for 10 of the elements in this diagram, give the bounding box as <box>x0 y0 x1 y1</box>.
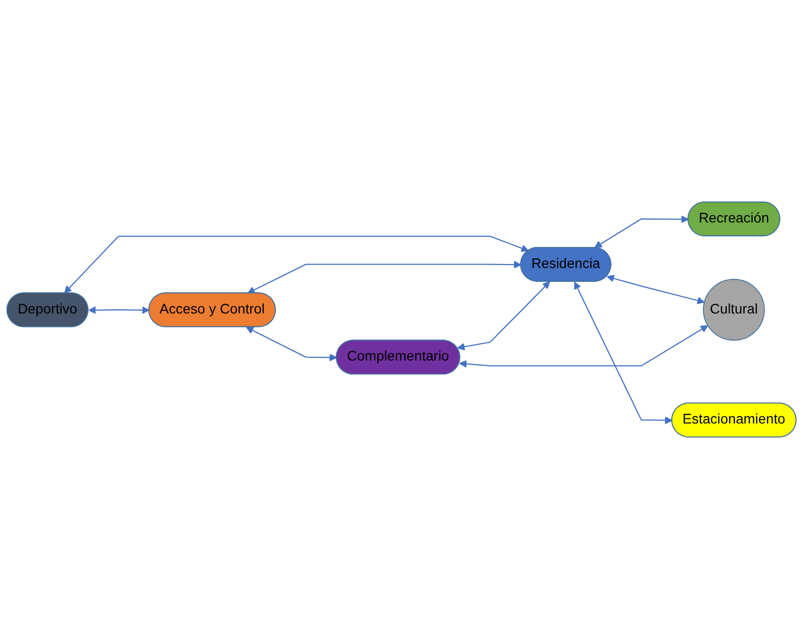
arrow <box>459 325 708 368</box>
arrow <box>247 260 522 294</box>
node-circle: Cultural <box>702 278 765 341</box>
arrow <box>88 306 150 314</box>
arrow <box>457 281 550 351</box>
arrow <box>64 236 529 294</box>
arrow <box>574 282 673 424</box>
arrow <box>594 216 689 248</box>
arrow <box>246 327 338 362</box>
arrow <box>606 274 705 304</box>
